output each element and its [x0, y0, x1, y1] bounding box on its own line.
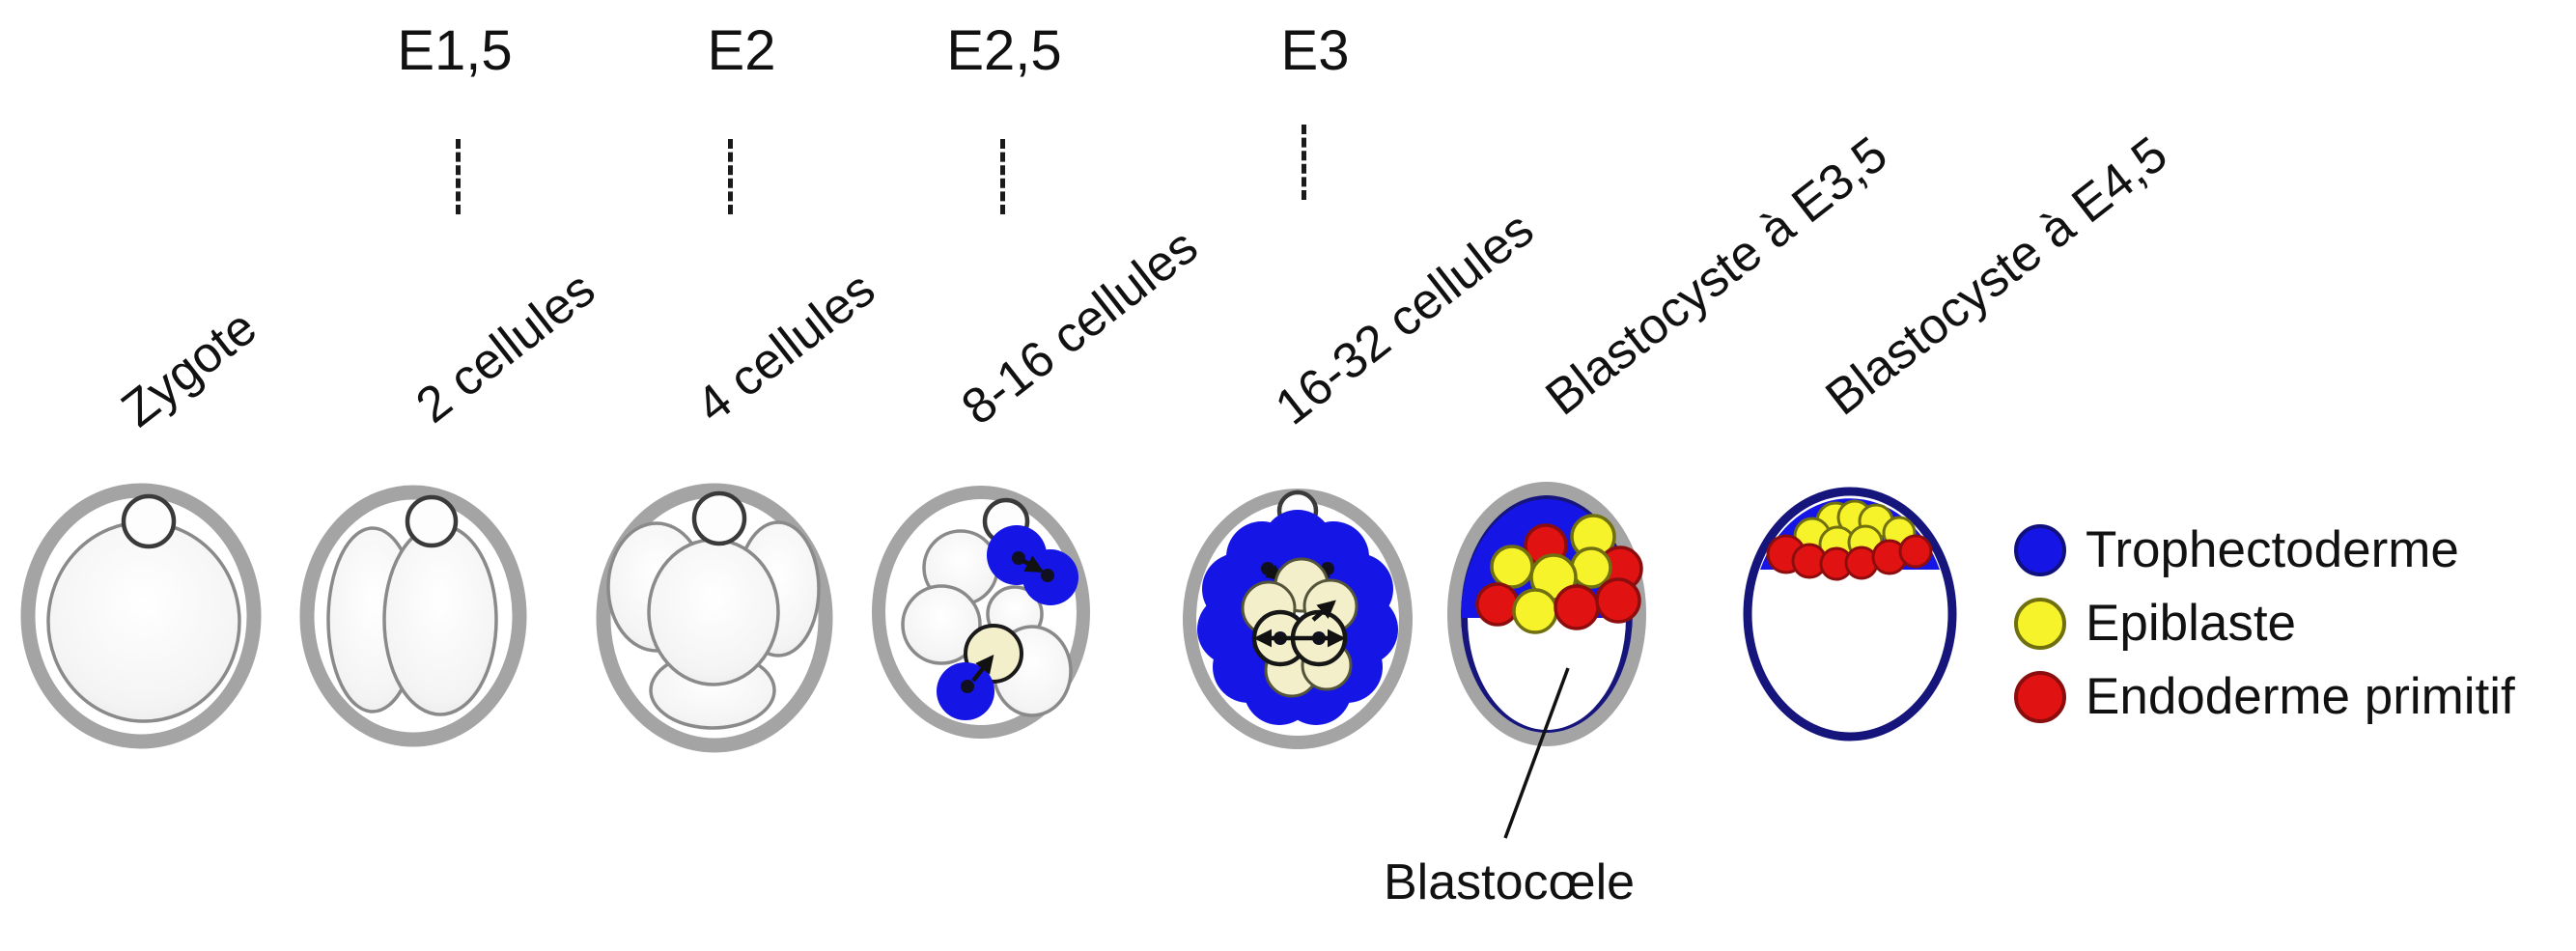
epiblast-cell — [1512, 588, 1558, 634]
division-arrow — [1022, 555, 1045, 573]
timepoint-label-e2-5: E2,5 — [946, 19, 1062, 82]
legend-swatch-circle — [2014, 671, 2066, 723]
cell-nucleus-dot — [1012, 551, 1025, 565]
blastomere-cell — [901, 584, 982, 665]
blastomere-cell — [382, 523, 498, 716]
endoderm-cell — [1554, 584, 1600, 630]
endoderm-swatch-icon — [2014, 671, 2066, 723]
legend-item-epiblaste: Epiblaste — [2012, 597, 2515, 651]
blastomere-cell — [647, 538, 780, 686]
polar-body — [121, 493, 177, 549]
cell-nucleus-dot — [961, 680, 974, 693]
inner-cell-mass — [1475, 514, 1643, 634]
embryo-blastocyst-e35 — [1447, 482, 1646, 746]
polar-body — [691, 490, 747, 546]
embryo-zygote — [20, 483, 262, 749]
legend-swatch-circle — [2014, 524, 2066, 576]
legend: Trophectoderme Epiblaste Endoderme primi… — [2012, 523, 2515, 724]
timepoint-label-e2: E2 — [707, 19, 776, 82]
embryo-2-cell — [299, 485, 527, 747]
legend-item-endoderme-primitif: Endoderme primitif — [2012, 670, 2515, 724]
trophectoderm-swatch-icon — [2014, 524, 2066, 576]
polar-body — [405, 494, 459, 548]
blastomere-cell — [46, 520, 241, 723]
timeline-dash — [456, 139, 461, 214]
embryo-4-cell — [596, 483, 833, 753]
endoderm-cell — [1475, 582, 1520, 627]
division-arrow — [971, 655, 994, 683]
timeline-dash — [1302, 125, 1306, 200]
embryo-16-32-cell — [1183, 489, 1413, 749]
cell-nucleus-dot — [1041, 569, 1054, 582]
division-arrow — [1311, 600, 1336, 622]
endoderm-layer — [1766, 534, 1933, 581]
epiblast-cell — [1570, 546, 1612, 589]
timepoint-label-e1-5: E1,5 — [397, 19, 513, 82]
legend-label: Endoderme primitif — [2086, 668, 2515, 725]
timeline-dash — [728, 139, 733, 214]
legend-label: Epiblaste — [2086, 595, 2297, 652]
legend-swatch-circle — [2014, 598, 2066, 650]
embryo-blastocyst-e45 — [1743, 487, 1957, 741]
timepoint-label-e3: E3 — [1280, 19, 1350, 82]
epiblast-cell — [1490, 545, 1534, 589]
timeline-dash — [1000, 139, 1005, 214]
blastocoele-pointer-line — [1503, 667, 1570, 839]
embryo-8-16-cell — [872, 486, 1090, 739]
epiblast-swatch-icon — [2014, 598, 2066, 650]
legend-item-trophectoderme: Trophectoderme — [2012, 523, 2515, 577]
blastocoel-cavity — [1468, 618, 1626, 730]
legend-label: Trophectoderme — [2086, 521, 2459, 578]
epiblast-cluster — [1793, 499, 1917, 564]
blastocoele-label: Blastocœle — [1383, 854, 1636, 910]
endoderm-cell — [1595, 577, 1641, 624]
